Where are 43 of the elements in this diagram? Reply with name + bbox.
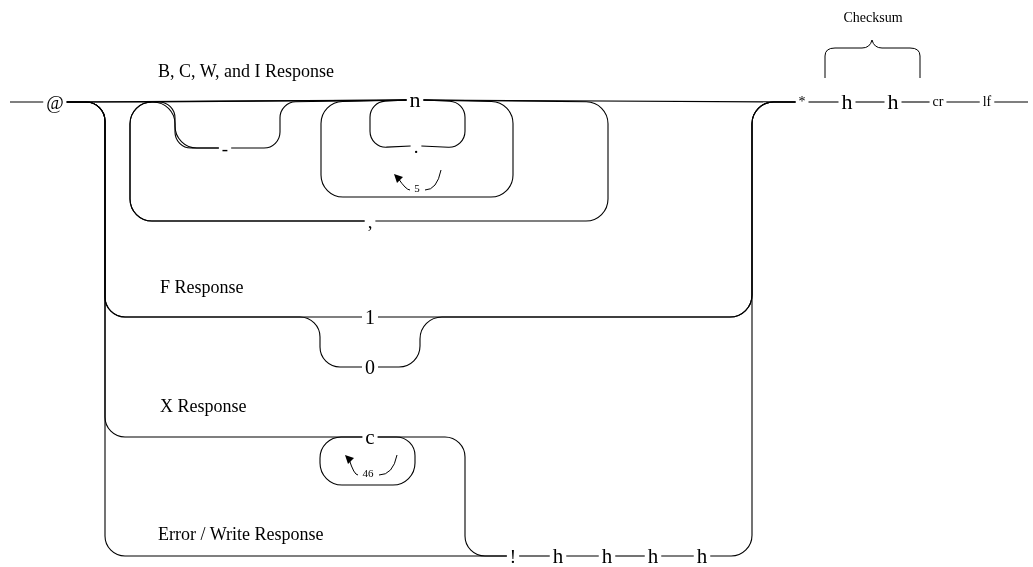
railroad-line — [319, 436, 416, 486]
railroad-line — [945, 101, 981, 103]
railroad-line — [369, 99, 412, 148]
syntax-token: - — [218, 138, 232, 158]
railroad-line — [614, 555, 646, 557]
syntax-token: , — [364, 211, 376, 231]
railroad-line — [66, 101, 508, 557]
railroad-line — [129, 99, 408, 222]
railroad-line — [709, 101, 797, 557]
brace-label: Checksum — [843, 10, 903, 26]
railroad-line — [565, 555, 600, 557]
repeat-count: 46 — [362, 466, 374, 480]
railroad-line — [993, 101, 1029, 103]
railroad-line — [854, 101, 886, 103]
syntax-token: * — [795, 95, 809, 109]
syntax-token: 1 — [362, 307, 378, 327]
syntax-token: h — [884, 91, 902, 113]
railroad-line — [420, 99, 466, 148]
syntax-token: 0 — [362, 357, 378, 377]
syntax-token: n — [406, 89, 424, 111]
syntax-token: lf — [979, 95, 995, 109]
syntax-token: @ — [43, 92, 67, 112]
railroad-line — [660, 555, 695, 557]
railroad-line — [374, 99, 609, 222]
railroad-line — [807, 101, 840, 103]
syntax-token: cr — [929, 95, 947, 109]
railroad-line — [518, 555, 551, 557]
syntax-token: c — [362, 426, 378, 448]
railroad-line — [320, 99, 514, 198]
section-heading: F Response — [160, 278, 244, 298]
section-heading: B, C, W, and I Response — [158, 62, 334, 82]
railroad-line — [900, 101, 931, 103]
syntax-token: h — [598, 545, 616, 567]
railroad-line — [9, 101, 44, 103]
section-heading: Error / Write Response — [158, 525, 324, 545]
syntax-token: ! — [506, 546, 520, 566]
section-heading: X Response — [160, 397, 247, 417]
syntax-token: h — [644, 545, 662, 567]
repeat-count: 5 — [414, 181, 420, 195]
syntax-token: h — [549, 545, 567, 567]
syntax-token: h — [838, 91, 856, 113]
syntax-token: . — [410, 136, 422, 156]
syntax-token: h — [693, 545, 711, 567]
